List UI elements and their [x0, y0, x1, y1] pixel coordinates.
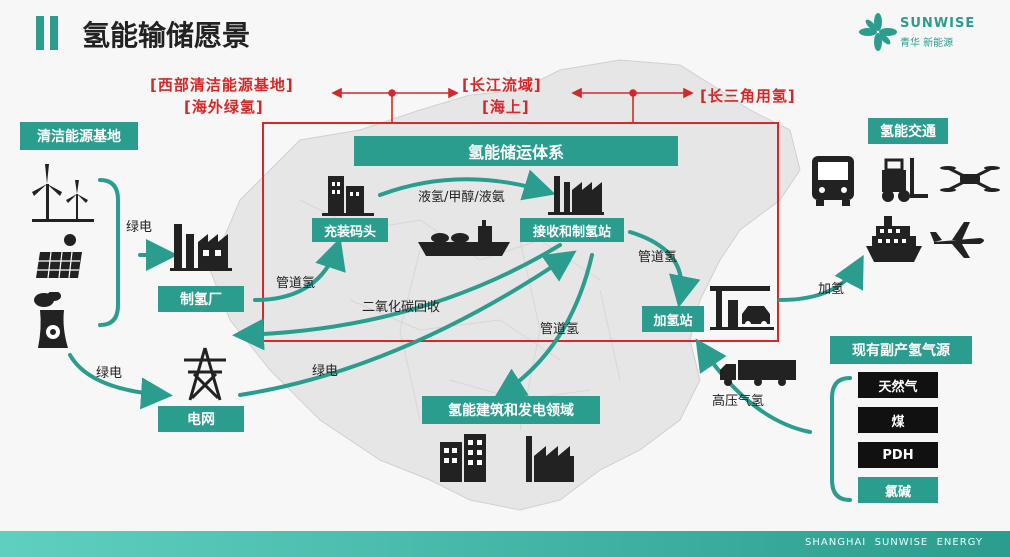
region-yangtze-line2: [海上] [482, 98, 530, 116]
grid-label: 电网 [158, 406, 244, 432]
footer-text: SHANGHAI SUNWISE ENERGY [805, 537, 984, 548]
byproduct-sources-label: 现有副产氢气源 [830, 336, 972, 364]
receiving-station-label: 接收和制氢站 [520, 218, 624, 242]
header-bar-icon [36, 16, 44, 50]
building-icon [440, 434, 486, 482]
flow-green-power-2: 绿电 [96, 366, 123, 381]
flow-green-power-3: 绿电 [312, 364, 339, 379]
region-delta: [长三角用氢] [700, 87, 796, 105]
logo-subtitle: 青华 新能源 [900, 38, 954, 49]
source-chlor-alkali: 氯碱 [858, 477, 938, 503]
factory-icon [170, 224, 232, 271]
flow-co2-recovery: 二氧化碳回收 [362, 300, 441, 315]
source-coal: 煤 [858, 407, 938, 433]
ship-icon [418, 220, 510, 256]
h2-system-label: 氢能储运体系 [354, 136, 678, 166]
h2-transport-label: 氢能交通 [868, 118, 948, 144]
gas-station-icon [710, 286, 774, 330]
clean-base-label: 清洁能源基地 [20, 122, 138, 150]
forklift-icon [882, 158, 928, 202]
flow-liquid: 液氢/甲醇/液氨 [418, 190, 505, 205]
sunwise-flower-icon [859, 13, 897, 51]
flow-green-power-1: 绿电 [126, 220, 153, 235]
flow-pipe-h2-1: 管道氢 [276, 276, 316, 291]
region-west-line2: [海外绿氢] [184, 98, 264, 116]
drone-icon [940, 166, 1000, 192]
logo: SUNWISE 青华 新能源 [858, 12, 978, 52]
solar-panel-icon [36, 234, 82, 279]
wind-turbine-icon [32, 164, 94, 222]
header-bar-icon [50, 16, 58, 50]
flow-refuel: 加氢 [818, 282, 845, 297]
receiving-plant-icon [548, 176, 604, 215]
flow-pipe-h2-3: 管道氢 [540, 322, 580, 337]
terminal-building-icon [322, 176, 374, 216]
source-natural-gas: 天然气 [858, 372, 938, 398]
region-yangtze-line1: [长江流域] [462, 76, 542, 94]
truck-icon [720, 360, 796, 386]
h2-plant-label: 制氢厂 [158, 286, 244, 312]
airplane-icon [930, 222, 984, 258]
page-title: 氢能输储愿景 [82, 19, 251, 52]
region-west-line1: [西部清洁能源基地] [150, 76, 294, 94]
bus-icon [812, 156, 854, 206]
power-tower-icon [184, 347, 226, 401]
source-pdh: PDH [858, 442, 938, 468]
building-power-label: 氢能建筑和发电领域 [422, 396, 600, 424]
cruise-ship-icon [866, 216, 922, 262]
nuclear-plant-icon [34, 292, 68, 348]
flow-hp-gas: 高压气氢 [712, 394, 765, 409]
refuel-station-label: 加氢站 [642, 306, 704, 332]
footer-bar [0, 531, 1010, 557]
flow-pipe-h2-2: 管道氢 [638, 250, 678, 265]
filling-terminal-label: 充装码头 [312, 218, 388, 242]
logo-brand: SUNWISE [900, 16, 976, 31]
power-plant-icon [526, 436, 574, 482]
